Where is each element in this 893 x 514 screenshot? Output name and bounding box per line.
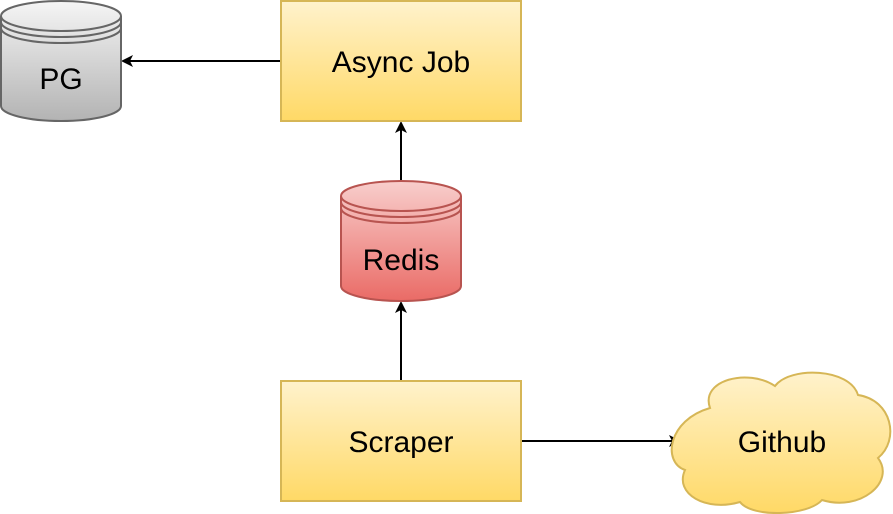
redis-database-icon — [340, 180, 462, 302]
async-job-box — [280, 0, 522, 122]
node-pg[interactable]: PG — [0, 0, 122, 122]
edges — [121, 55, 681, 447]
pg-database-icon — [0, 0, 122, 122]
node-async-job[interactable]: Async Job — [280, 0, 522, 122]
github-label: Github — [738, 426, 826, 459]
github-cloud-icon — [670, 371, 892, 514]
scraper-label: Scraper — [348, 426, 453, 459]
redis-label: Redis — [363, 244, 440, 277]
async-job-label: Async Job — [332, 46, 470, 79]
node-redis[interactable]: Redis — [340, 180, 462, 302]
scraper-box — [280, 380, 522, 502]
node-github[interactable]: Github — [670, 371, 892, 514]
node-scraper[interactable]: Scraper — [280, 380, 522, 502]
pg-label: PG — [39, 63, 82, 96]
